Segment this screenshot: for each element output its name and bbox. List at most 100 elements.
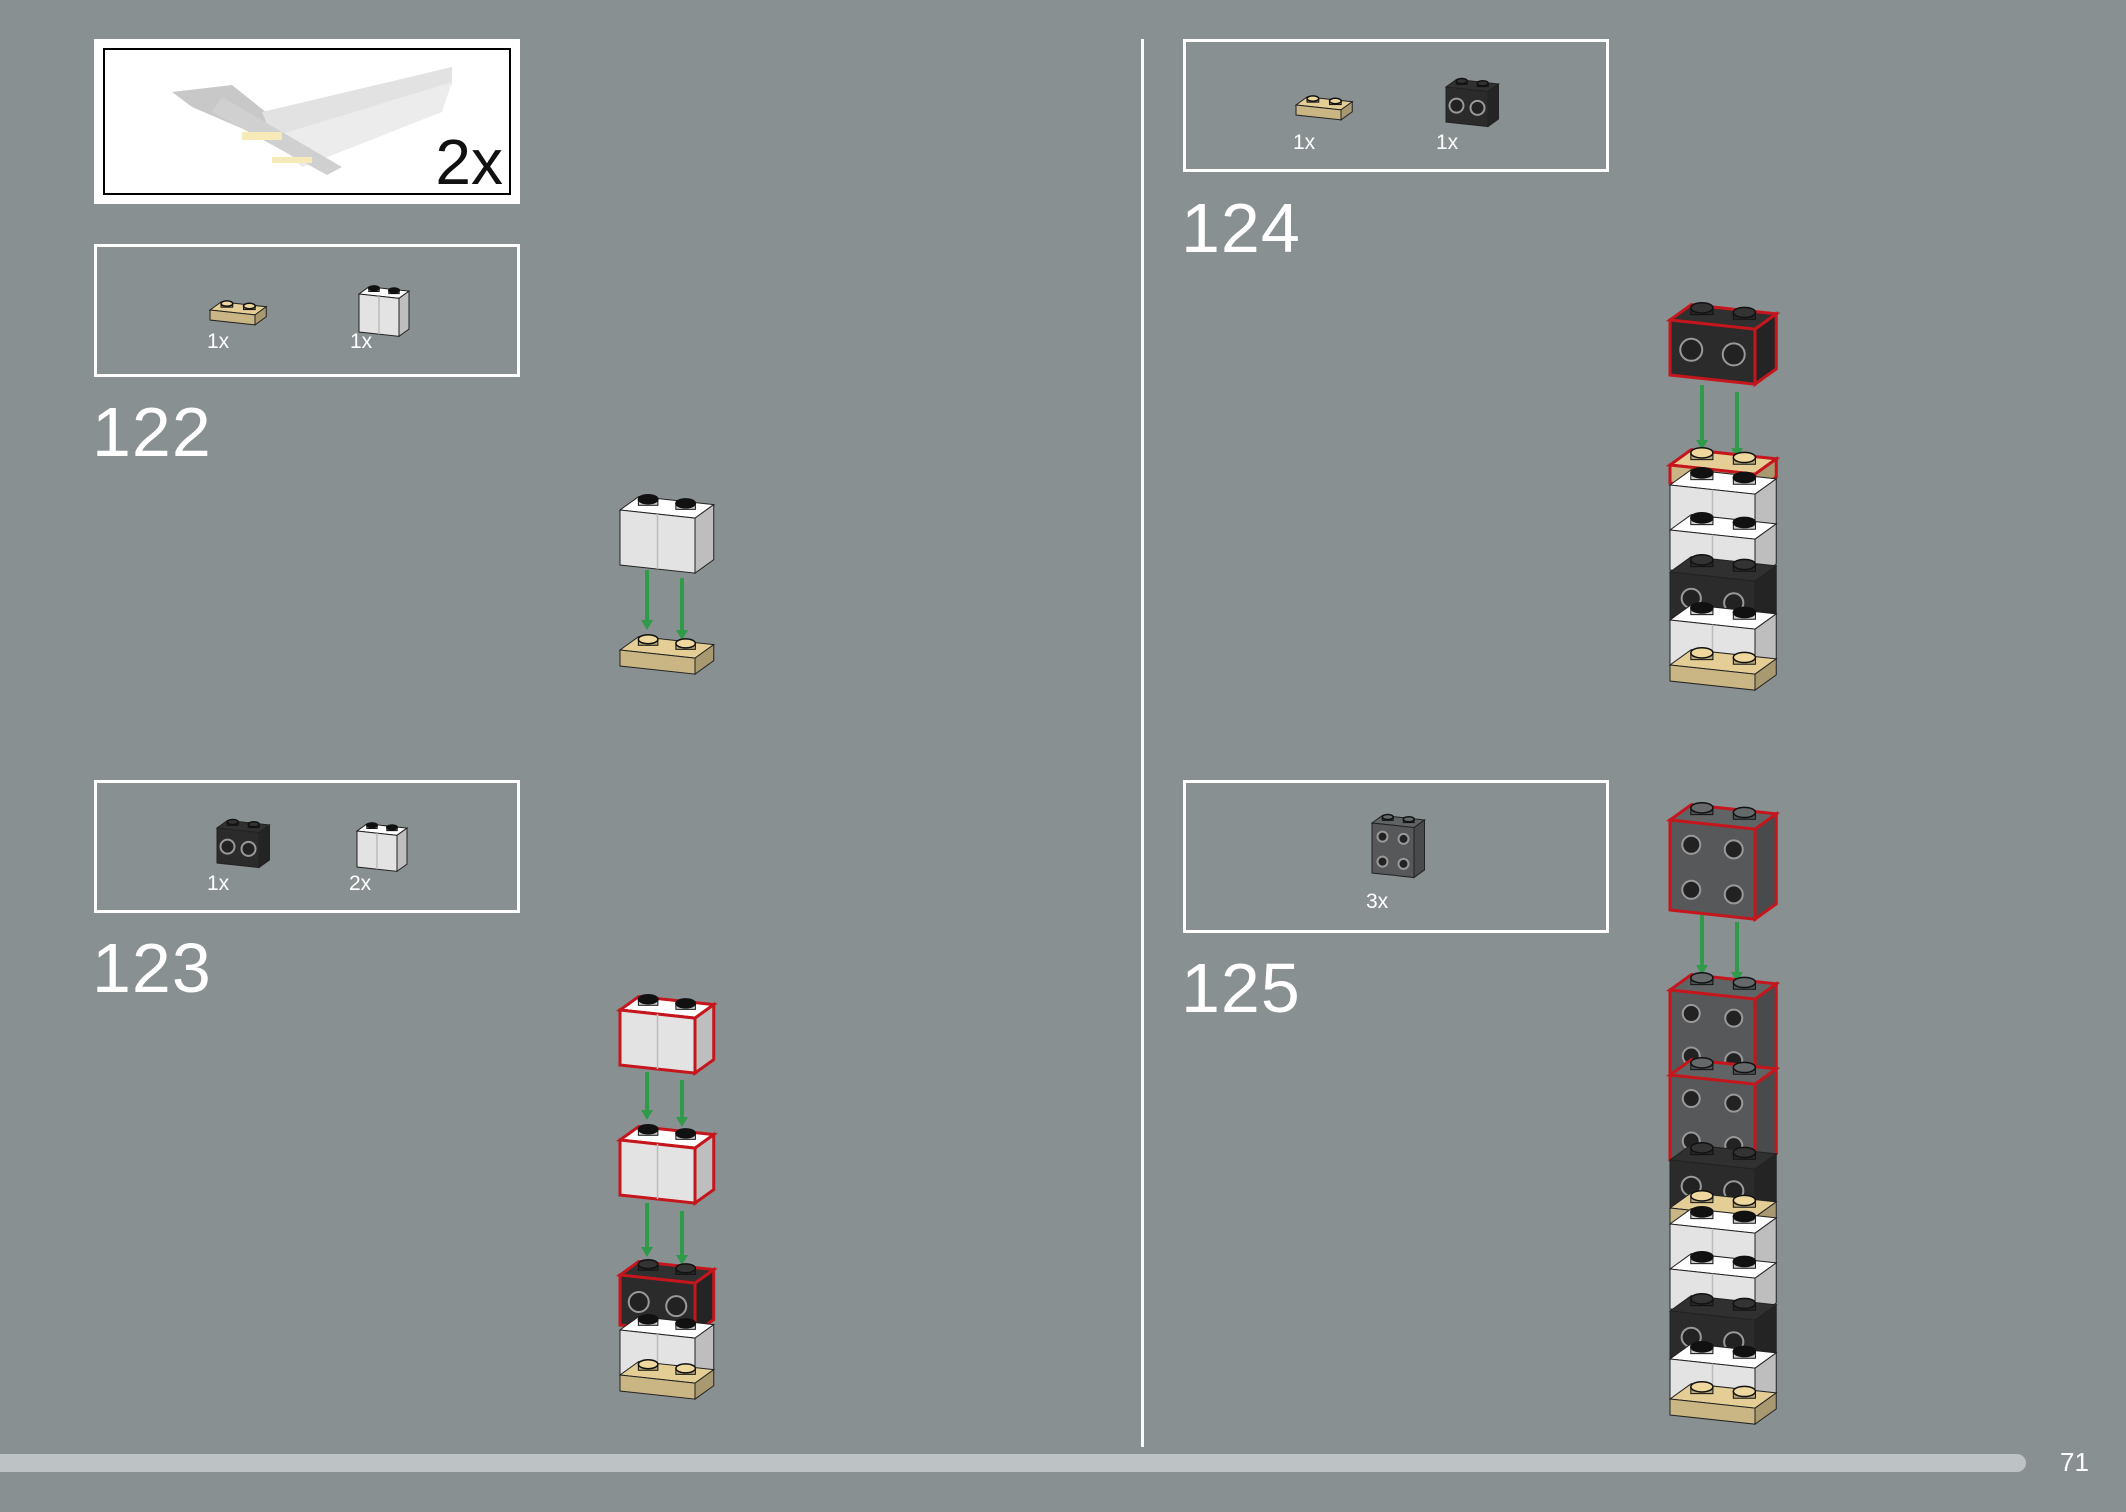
part-qty: 1x [350,330,373,353]
arrow-head [676,1255,688,1265]
tan-plate [208,300,268,326]
stud-top [1690,301,1714,314]
stud-top [637,1259,659,1270]
brick-side [398,290,410,338]
stud-top [675,1263,697,1274]
stud-top [1690,511,1714,524]
arrow-head [676,1117,688,1127]
stud-top [1690,466,1714,479]
brick-side [694,1368,715,1401]
brick-side [254,305,267,326]
stud-top [1306,95,1320,103]
stud-top [1732,806,1757,819]
submodel-multiplier: 2x [435,126,503,198]
white-log-brick-part-icon [355,822,409,873]
stud-top [637,1314,659,1325]
stud-top [1732,976,1757,989]
side-stud [1681,1089,1701,1109]
part-qty: 1x [1293,131,1316,154]
step-123-assembly [615,994,718,1401]
black-brick [215,818,271,869]
parts-list-step-122: 1x 1x [94,244,520,377]
stud-top [247,820,260,828]
stud-top [1732,1297,1757,1310]
side-stud [1723,884,1744,905]
stud-top [366,822,378,829]
tan-plate [1668,1380,1778,1426]
stud-top [1690,1205,1714,1218]
stud-top [637,1359,659,1370]
step-number: 122 [92,393,212,471]
parts-list-step-124: 1x 1x [1183,39,1609,172]
tan-plate [618,634,716,676]
arrow-head [1731,972,1743,982]
brick-front [1371,822,1415,879]
parts-list-step-123: 1x 2x [94,780,520,913]
stud-top [675,1128,697,1139]
brick-side [1487,82,1499,128]
step-122-assembly [618,494,716,676]
stud-top [1732,1255,1757,1268]
stud-top [1690,1340,1714,1353]
white-log-brick [357,285,411,338]
stud-top [1402,815,1415,823]
white-log-brick-new [615,1124,718,1207]
side-stud [1448,97,1465,114]
side-stud [1376,830,1389,843]
white-log-brick [618,494,716,575]
part-qty: 2x [349,872,372,895]
tan-plate [1668,646,1778,692]
stud-top [386,824,398,831]
parts-list-step-125: 3x [1183,780,1609,933]
step-124-assembly [1665,301,1781,692]
stud-top [1690,971,1714,984]
brick-side [1753,310,1778,388]
stud-top [1690,1380,1714,1393]
brick-side [694,503,715,575]
stud-top [1690,646,1714,659]
brick-side [396,827,408,873]
arrow-head [1696,440,1708,450]
step-number: 125 [1181,949,1301,1027]
brick-side [1753,810,1778,923]
tan-plate-part-icon [208,300,268,326]
brick-side [1754,1391,1777,1426]
stud-top [675,498,697,509]
side-stud [1681,879,1702,900]
side-stud [1681,1004,1701,1024]
brick-side [693,1266,716,1337]
part-qty: 1x [207,330,230,353]
step-number: 124 [1181,189,1301,267]
stud-top [1732,516,1757,529]
side-stud [240,840,257,857]
stud-top [220,300,234,308]
side-stud [1679,337,1704,362]
stud-top [1732,606,1757,619]
wing-submodel-image [172,67,452,175]
part-qty: 3x [1366,890,1389,913]
stud-top [1732,651,1757,664]
dark-grey-brick-part-icon [1370,813,1426,879]
stud-top [675,998,697,1009]
submodel-callout: 2x [94,39,520,204]
side-stud [1397,857,1410,870]
side-stud [1724,1008,1744,1028]
stud-top [675,1363,697,1374]
brick-side [693,1131,716,1207]
stud-top [242,302,256,310]
stud-top [675,638,697,649]
side-stud [1724,1093,1744,1113]
side-stud [219,838,236,855]
white-log-brick-part-icon [357,285,411,338]
stud-top [1732,451,1757,464]
stud-top [1690,1292,1714,1305]
stud-top [637,1124,659,1135]
side-stud [1681,834,1702,855]
side-stud [1723,839,1744,860]
stud-top [368,285,380,292]
stud-top [637,634,659,645]
page-divider [1141,39,1144,1447]
step-number: 123 [92,929,212,1007]
arrow-head [641,620,653,630]
black-brick-part-icon [215,818,271,869]
